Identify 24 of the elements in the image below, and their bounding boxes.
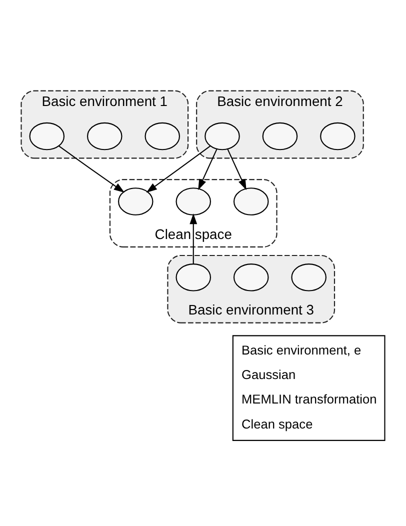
legend-label: Clean space — [241, 416, 313, 431]
node-ellipse — [176, 187, 212, 215]
arrow — [58, 145, 125, 192]
arrow — [227, 148, 246, 190]
cluster: Basic environment 1 — [20, 90, 189, 158]
arrow — [190, 212, 198, 264]
arrow — [146, 145, 211, 192]
legend-label: Gaussian — [241, 366, 296, 382]
node-ellipse — [233, 187, 269, 215]
cluster: Basic environment 2 — [196, 90, 364, 158]
node-ellipse — [291, 263, 326, 291]
node-ellipse — [144, 122, 180, 150]
legend-label: Basic environment, e — [241, 342, 362, 357]
node-ellipse — [176, 263, 212, 291]
node-ellipse — [87, 122, 122, 150]
cluster: Basic environment 3 — [167, 254, 336, 323]
legend-label: MEMLIN transformation — [241, 391, 377, 406]
node-ellipse — [233, 263, 269, 291]
node-ellipse — [320, 122, 356, 150]
node-ellipse — [29, 122, 65, 150]
node-ellipse — [204, 122, 240, 150]
node-ellipse — [118, 187, 154, 215]
node-ellipse — [262, 122, 298, 150]
arrow — [198, 148, 218, 190]
